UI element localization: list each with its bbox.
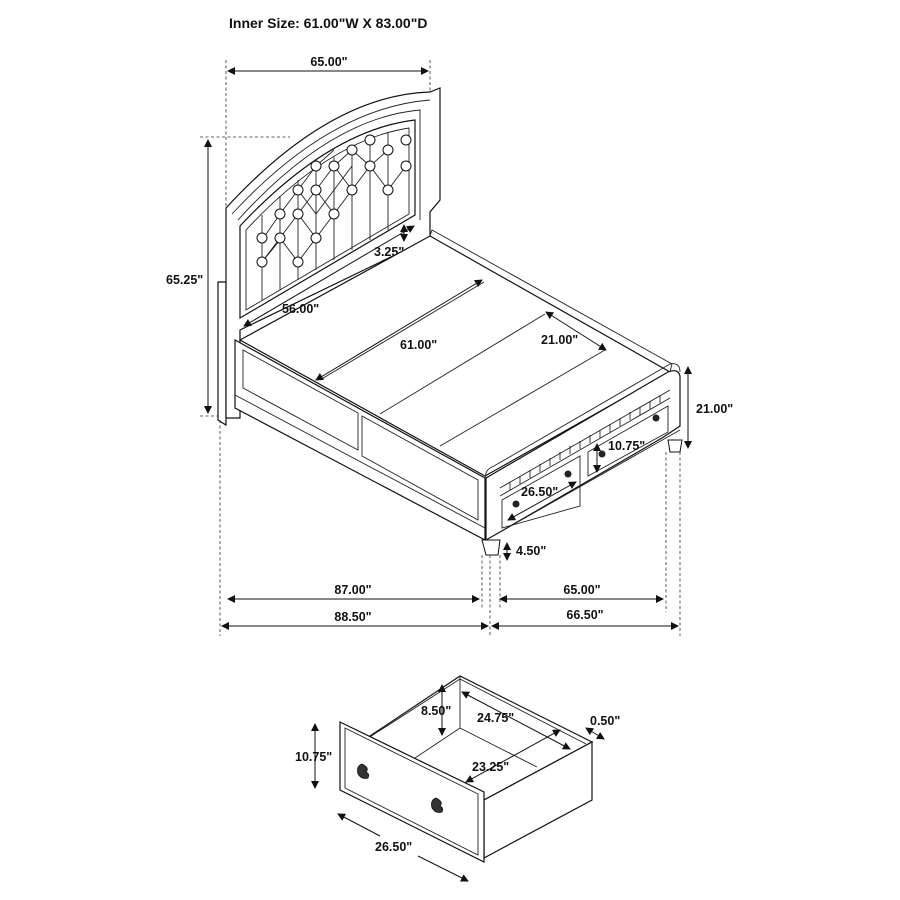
side-inner-length-label: 87.00" (334, 583, 371, 597)
slat-length-dimension: 61.00" (315, 279, 483, 381)
inner-width-dimension: 56.00" (243, 225, 415, 327)
footboard-drawer-right (587, 405, 669, 477)
front-overall-width-label: 66.50" (566, 608, 603, 622)
drawer-detail (339, 675, 594, 863)
drawer-dimensions: 8.50" 24.75" 0.50" 23.25" 10.75" 26.50" (295, 684, 620, 882)
inner-width-label: 56.00" (282, 302, 319, 316)
drawer-front-width-label: 26.50" (375, 840, 412, 854)
leg-height-dimension: 4.50" (503, 542, 546, 561)
drawer-width-dimension: 26.50" (507, 481, 577, 521)
drawer-side-thickness-label: 0.50" (590, 714, 620, 728)
drawer-height-dimension: 10.75" (593, 439, 645, 473)
drawer-inner-height-label: 8.50" (421, 704, 451, 718)
slat-width-dimension: 21.00" (541, 311, 607, 351)
drawer-height-label: 10.75" (608, 439, 645, 453)
drawer-pull-left (357, 763, 370, 779)
side-overall-length-label: 88.50" (334, 610, 371, 624)
drawer-inner-depth-label: 24.75" (477, 711, 514, 725)
overall-height-dimension: 65.25" (166, 136, 290, 417)
inner-size-title: Inner Size: 61.00"W X 83.00"D (229, 15, 427, 31)
drawer-front-panel (339, 721, 485, 863)
drawer-inner-width-label: 23.25" (472, 760, 509, 774)
footboard-height-label: 21.00" (696, 402, 733, 416)
length-dimensions: 87.00" 65.00" 88.50" 66.50" (219, 420, 681, 636)
slat-length-label: 61.00" (400, 338, 437, 352)
footboard-height-dimension: 21.00" (684, 366, 733, 449)
overall-height-label: 65.25" (166, 273, 203, 287)
front-inner-width-label: 65.00" (563, 583, 600, 597)
drawer-front-height-label: 10.75" (295, 750, 332, 764)
leg-height-label: 4.50" (516, 544, 546, 558)
drawer-pull-right (431, 797, 444, 813)
bed-leg-front-right (667, 439, 683, 453)
drawer-width-label: 26.50" (521, 485, 558, 499)
bed-leg-front-left (481, 539, 501, 556)
headboard-width-label: 65.00" (310, 55, 347, 69)
footboard-drawer-left (501, 455, 581, 529)
slat-width-label: 21.00" (541, 333, 578, 347)
